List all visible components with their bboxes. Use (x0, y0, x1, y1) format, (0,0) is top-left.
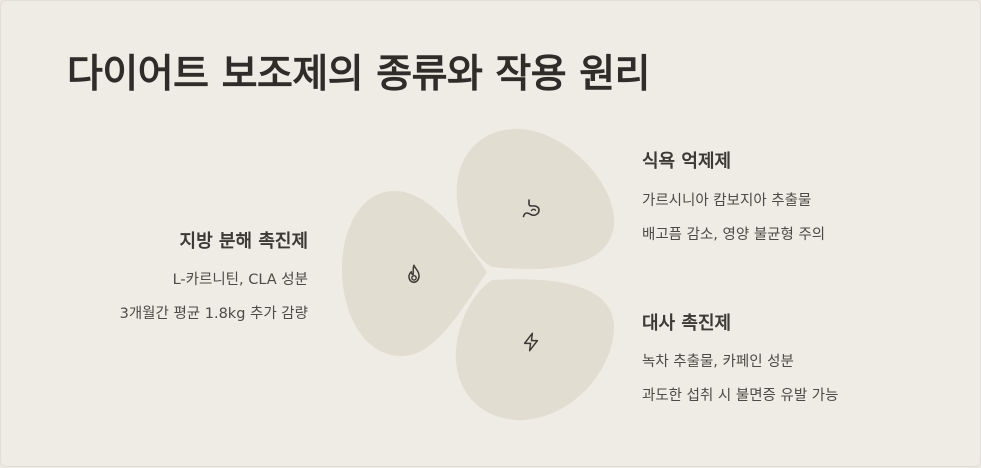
metabolism-line-2: 과도한 섭취 시 불면증 유발 가능 (642, 388, 839, 404)
fat-burner-heading: 지방 분해 촉진제 (179, 231, 308, 252)
lightning-icon (523, 332, 539, 352)
petal-metabolism (455, 279, 615, 421)
fat-burner-group: 지방 분해 촉진제 L-카르니틴, CLA 성분 3개월간 평균 1.8kg 추… (120, 227, 308, 323)
appetite-line-2: 배고픔 감소, 영양 불균형 주의 (642, 227, 826, 243)
page-title: 다이어트 보조제의 종류와 작용 원리 (67, 52, 651, 97)
metabolism-booster-group: 대사 촉진제 녹차 추출물, 카페인 성분 과도한 섭취 시 불면증 유발 가능 (642, 309, 838, 405)
petal-fat (341, 190, 487, 357)
appetite-heading: 식욕 억제제 (642, 151, 732, 172)
appetite-suppressant-group: 식욕 억제제 가르시니아 캄보지아 추출물 배고픔 감소, 영양 불균형 주의 (642, 147, 825, 244)
stomach-icon (522, 199, 540, 218)
appetite-line-1: 가르시니아 캄보지아 추출물 (642, 193, 812, 209)
petal-appetite (456, 128, 615, 270)
flame-icon (408, 264, 420, 283)
metabolism-heading: 대사 촉진제 (642, 313, 732, 334)
metabolism-line-1: 녹차 추출물, 카페인 성분 (642, 354, 794, 370)
fat-burner-line-1: L-카르니틴, CLA 성분 (172, 272, 308, 288)
fat-burner-line-2: 3개월간 평균 1.8kg 추가 감량 (119, 306, 308, 322)
